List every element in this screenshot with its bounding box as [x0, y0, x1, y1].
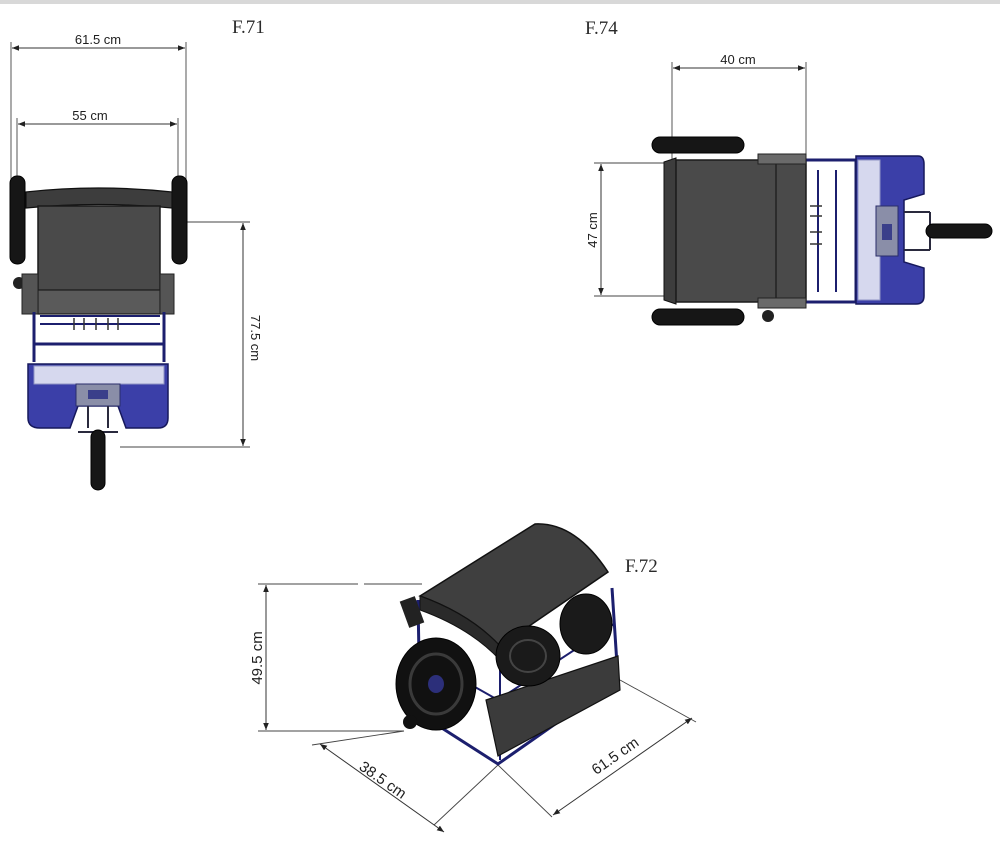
front-wheel: [90, 429, 106, 491]
wheelchair-folded: [395, 523, 621, 766]
seat-backrest: [25, 187, 173, 209]
side-bracket-right: [159, 273, 175, 315]
wheelchair-top-view: [9, 175, 188, 491]
seat-front-edge: [37, 289, 161, 315]
folded-brake-lever: [399, 596, 425, 628]
folded-rear-wheel-hub: [428, 675, 444, 693]
figure-label-side-view: F.74: [585, 18, 618, 39]
rear-wheel-left: [9, 175, 26, 265]
dimension-label-folded-depth: 38.5 cm: [356, 758, 409, 803]
brake-knob-side: [762, 310, 774, 322]
dimension-label-folded-height: 49.5 cm: [249, 631, 266, 684]
figure-label-folded-view: F.72: [625, 556, 658, 577]
folded-footplate-panel: [485, 655, 621, 757]
wheelchair-side-view: [651, 136, 993, 326]
folded-rear-wheel-rim: [408, 652, 464, 716]
hinge-bottom: [757, 297, 807, 309]
dimension-label-wheel-width: 55 cm: [72, 108, 107, 123]
top-border: [0, 0, 1000, 4]
dimension-folded-height: 49.5 cm: [249, 583, 422, 732]
side-bracket-left: [21, 273, 39, 315]
seat-cushion: [37, 205, 161, 293]
caster-wheel: [403, 715, 417, 729]
frame-rails: [32, 312, 166, 362]
cross-bolts: [73, 318, 119, 330]
rear-wheel-top: [651, 136, 745, 154]
dimension-label-seat-width: 47 cm: [585, 212, 600, 247]
rear-wheel-bottom: [651, 308, 745, 326]
dimension-wheel-width: 55 cm: [16, 108, 179, 180]
inner-wheel-2: [559, 593, 613, 655]
frame-crossbars: [40, 315, 160, 325]
front-fork: [78, 406, 118, 433]
dimension-label-seat-depth: 40 cm: [720, 52, 755, 67]
side-frame-struts: [817, 170, 837, 292]
figure-folded-view: F.72 49.5 cm 38.5 cm 61.5 cm: [249, 523, 697, 833]
footplate-top-surface: [33, 365, 165, 385]
dimension-label-length: 77.5 cm: [248, 315, 263, 361]
figure-top-view: F.71 61.5 cm 55 cm 77.5 cm: [9, 17, 265, 491]
inner-wheel-1-hub: [509, 639, 547, 673]
hinge-top: [757, 153, 807, 165]
hub-cap-side: [882, 224, 892, 240]
figure-side-view: F.74 40 cm 47 cm: [585, 18, 993, 326]
inner-wheel-1: [495, 625, 561, 687]
dimension-length: 77.5 cm: [120, 221, 263, 448]
front-wheel-side: [925, 223, 993, 239]
hub-cap: [88, 390, 108, 399]
dimension-overall-width: 61.5 cm: [10, 32, 187, 180]
dimension-seat-width: 47 cm: [585, 162, 668, 297]
figure-label-top-view: F.71: [232, 17, 265, 38]
rear-wheel-right: [171, 175, 188, 265]
side-frame: [806, 158, 858, 304]
side-bolts: [810, 205, 822, 245]
backrest-edge: [663, 157, 677, 305]
dimension-label-overall-width: 61.5 cm: [75, 32, 121, 47]
seat-cushion-side: [675, 159, 807, 303]
